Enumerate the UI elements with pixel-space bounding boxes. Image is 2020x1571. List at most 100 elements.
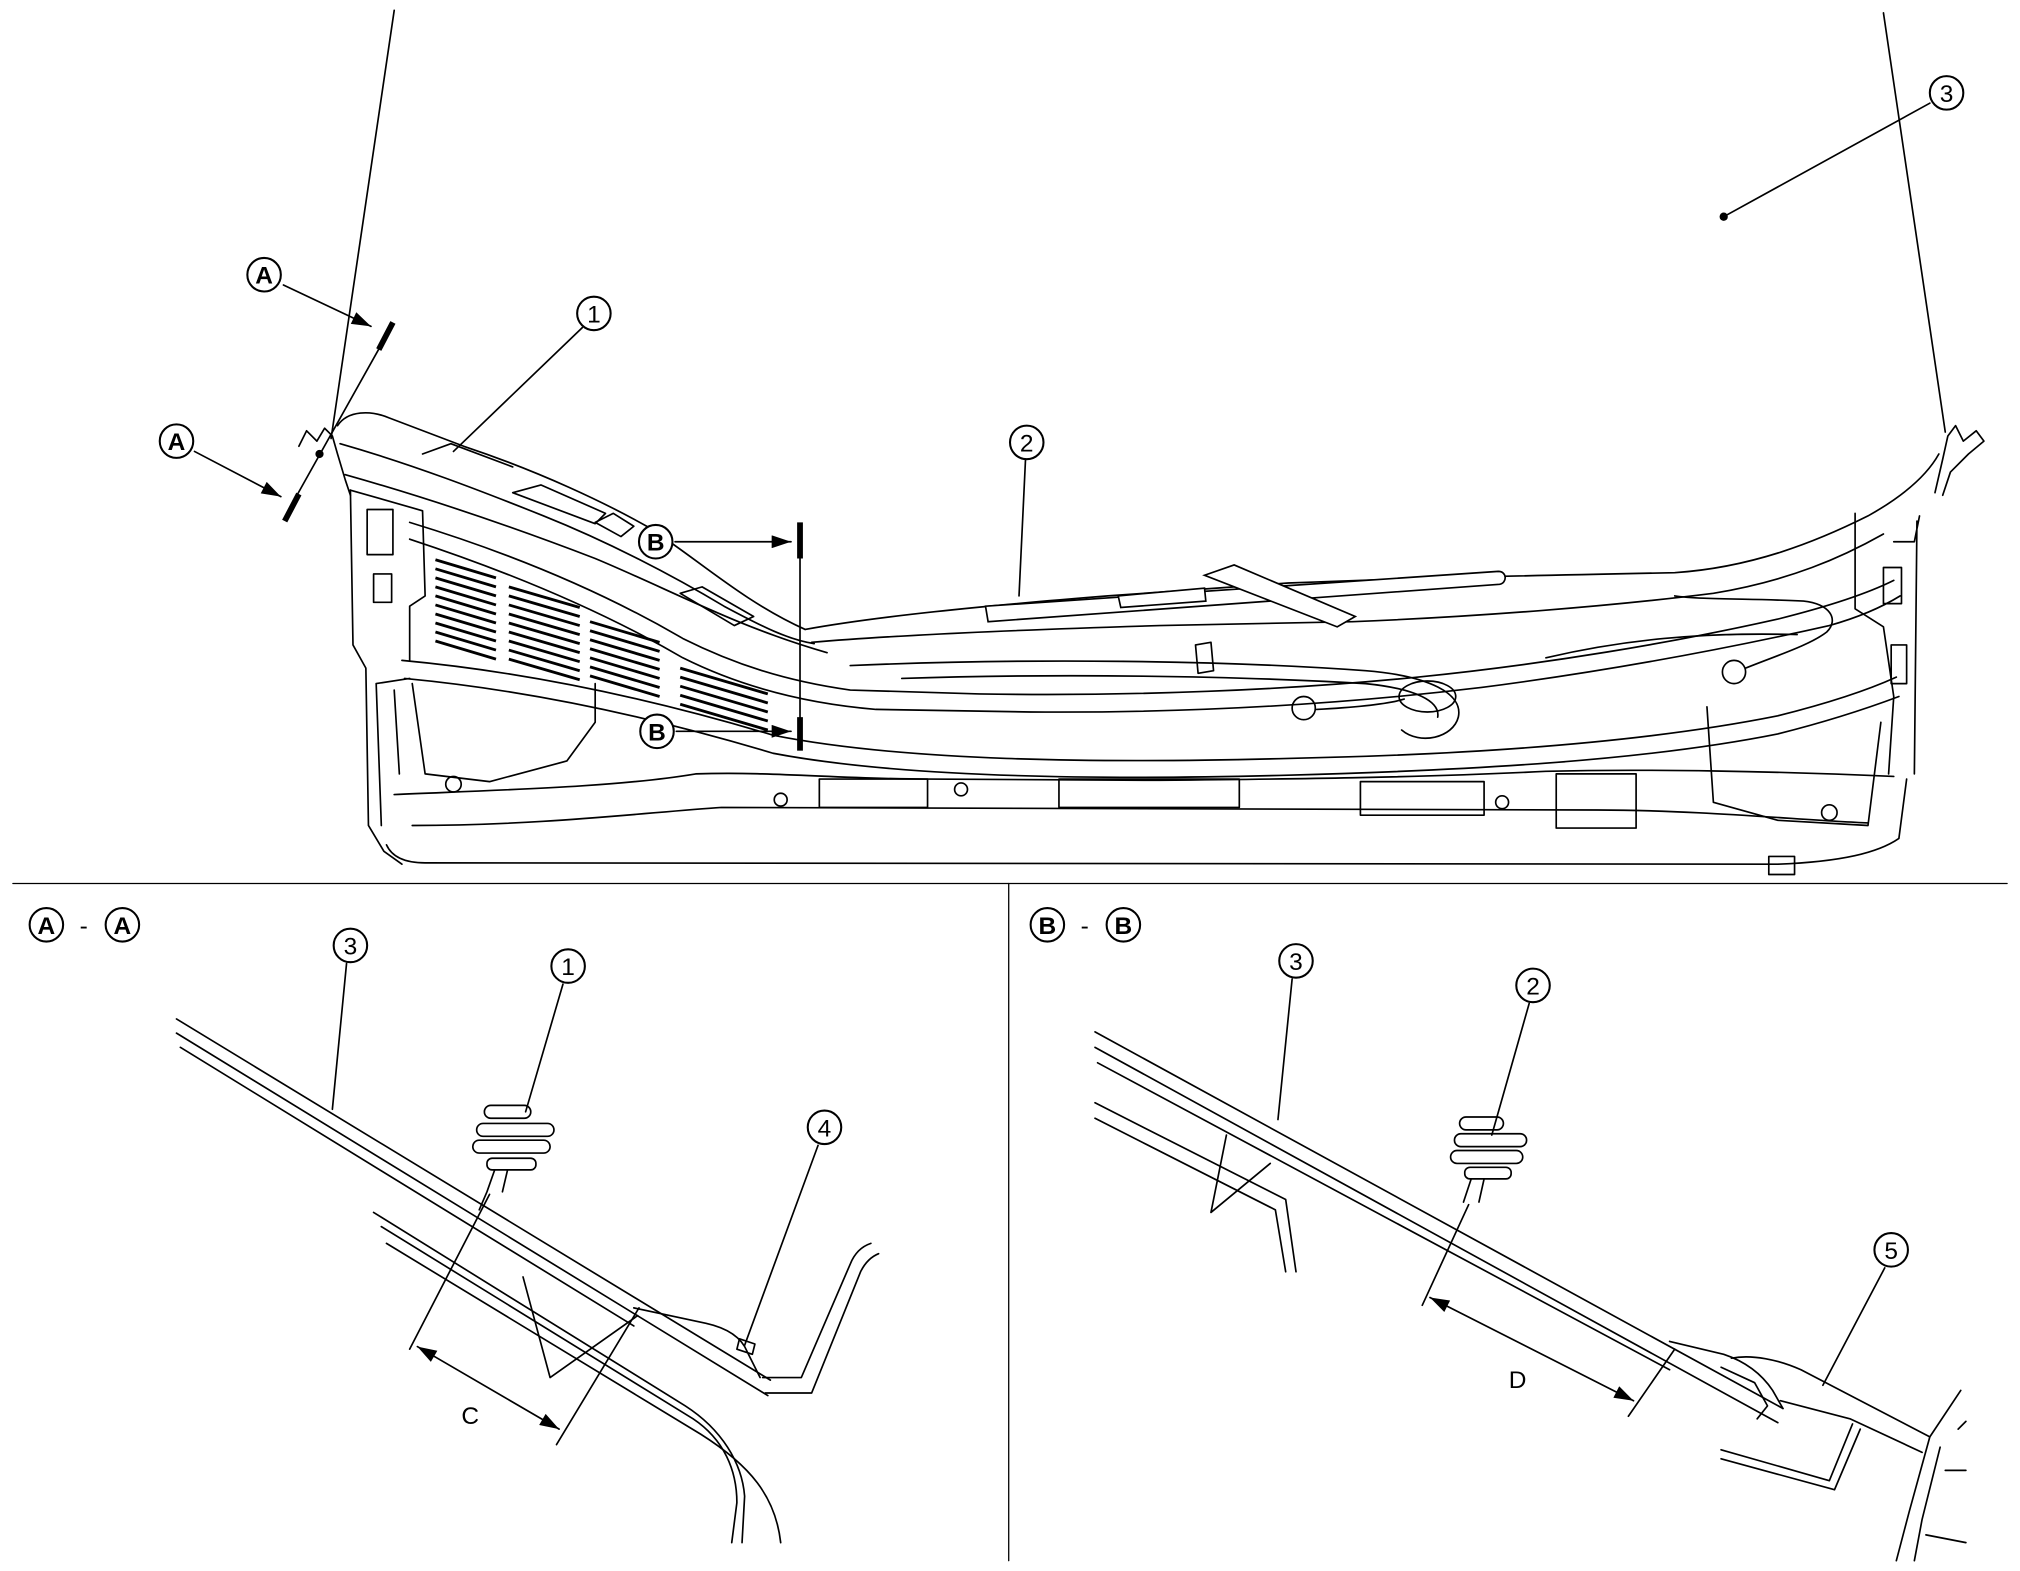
section-a-heading: A - A — [28, 907, 141, 943]
right-end-clip — [1934, 424, 1985, 497]
b-part-2-end — [1668, 1340, 1784, 1410]
section-b-heading-right-circle — [1105, 907, 1142, 943]
base-detail-4 — [1555, 773, 1637, 829]
dimension-d-extension-2 — [1627, 1348, 1676, 1418]
glass-right-edge-line — [1882, 12, 1947, 433]
mounting-hole-4 — [1494, 794, 1510, 810]
section-a-upper-circle — [246, 256, 282, 293]
right-lower-panel — [1706, 705, 1882, 827]
a-callout-3: 3 — [331, 927, 369, 1111]
dimension-d-extension-1 — [1421, 1203, 1470, 1307]
section-a-heading-separator: - — [80, 913, 88, 940]
grille-slots-c — [589, 620, 660, 698]
section-b-lower-circle — [639, 713, 675, 750]
section-a-heading-left-circle — [28, 907, 65, 943]
a-callout-1: 1 — [524, 948, 586, 1113]
b-clip-fin-2 — [1449, 1149, 1524, 1165]
a-callout-1-label: 1 — [561, 954, 575, 981]
a-clip-fin-2 — [471, 1139, 551, 1154]
left-bracket-upper — [366, 508, 394, 556]
section-cut-b: B B — [637, 522, 803, 751]
b-callout-5-circle — [1873, 1232, 1909, 1268]
right-bracket-upper — [1882, 566, 1903, 605]
a-body-line-3 — [385, 1242, 782, 1544]
part-2-clip — [1194, 641, 1215, 675]
b-glass-line-1 — [1094, 1031, 1784, 1410]
wiper-arm-lower-inner — [900, 674, 1439, 718]
b-clip-head — [1458, 1116, 1505, 1131]
part-1-rib-b — [594, 512, 635, 538]
wiper-arm-upper — [1202, 564, 1358, 628]
section-a-cut-line — [290, 334, 388, 507]
a-body-line-2 — [380, 1225, 738, 1544]
callout-3-leader — [1722, 102, 1931, 218]
left-frame-inner — [349, 489, 426, 662]
a-part-4-inner — [764, 1252, 880, 1394]
callout-3: 3 — [1719, 75, 1965, 221]
section-b-heading: B - B — [1029, 907, 1142, 943]
callout-3-label: 3 — [1940, 81, 1954, 108]
washer-hose-mid — [1545, 633, 1798, 659]
b-callout-2-circle — [1515, 967, 1551, 1004]
base-mid-line — [411, 806, 1869, 827]
section-a-lower-circle — [158, 423, 195, 459]
a-callout-3-label: 3 — [344, 933, 358, 960]
b-lower-flange-2 — [1720, 1428, 1862, 1491]
section-a-heading-right-circle — [104, 907, 141, 943]
a-seal-piece — [736, 1337, 756, 1356]
grille-slots-b — [508, 585, 581, 682]
front-face-line-1 — [401, 659, 1898, 762]
base-detail-2 — [1058, 778, 1241, 809]
front-lip-line-2 — [408, 538, 1902, 713]
part-1-rib-c — [679, 586, 755, 627]
b-clip-stem — [1462, 1178, 1485, 1203]
callout-1-label: 1 — [587, 301, 601, 328]
left-end-clip — [298, 427, 352, 497]
part-2-top-edge — [804, 453, 1940, 631]
part-1-inner-line — [339, 442, 816, 645]
dimension-c-extension-1 — [408, 1193, 491, 1350]
a-part-4-outer — [761, 1242, 872, 1379]
a-callout-4-circle — [806, 1109, 843, 1146]
a-part-1-end — [632, 1307, 761, 1379]
dimension-d-line — [1429, 1296, 1635, 1402]
dimension-c-label: C — [461, 1403, 479, 1430]
part-2-inner-line — [810, 533, 1885, 644]
a-clip-fin-3 — [486, 1157, 537, 1171]
callout-3-dot — [1719, 212, 1728, 221]
b-clip-fin-3 — [1463, 1166, 1512, 1180]
b-callout-5-label: 5 — [1884, 1238, 1898, 1265]
part-1-top-edge — [336, 412, 807, 631]
base-top-line — [393, 769, 1895, 796]
b-part-2-inner — [1720, 1366, 1769, 1420]
b-callout-3-leader — [1277, 978, 1293, 1121]
washer-nozzle-left — [1291, 695, 1317, 721]
a-callout-4-leader — [743, 1144, 819, 1347]
bottom-bracket — [1767, 855, 1796, 876]
a-callout-3-leader — [331, 962, 348, 1111]
main-view: 1 2 3 A A — [158, 9, 1985, 876]
washer-nozzle-right — [1721, 659, 1747, 685]
right-bracket-lower — [1890, 644, 1908, 685]
grille-slots-d — [679, 666, 769, 732]
callout-2-circle — [1008, 424, 1045, 461]
b-pointer-v — [1210, 1134, 1272, 1214]
left-frame-outer — [349, 489, 403, 866]
washer-hose-left — [1315, 698, 1406, 711]
part-1-rib-d — [421, 442, 514, 468]
grille-slots-a — [435, 558, 497, 661]
b-body-line-2 — [1094, 1117, 1287, 1273]
section-a-upper-label: A — [255, 263, 273, 290]
b-clip-fin-1 — [1453, 1132, 1528, 1148]
glass-left-edge-line — [330, 9, 396, 440]
dimension-c-line — [416, 1345, 560, 1430]
right-frame — [1854, 512, 1921, 775]
b-part-5-lower — [1779, 1399, 1923, 1454]
section-a-upper-arrow — [282, 284, 372, 328]
section-b-heading-right: B — [1115, 913, 1133, 940]
front-lip-line-1 — [408, 521, 1895, 696]
a-glass-line-2 — [175, 1032, 769, 1397]
b-callout-3-label: 3 — [1289, 949, 1303, 976]
wiper-blade — [984, 570, 1507, 623]
a-callout-4: 4 — [743, 1109, 843, 1347]
